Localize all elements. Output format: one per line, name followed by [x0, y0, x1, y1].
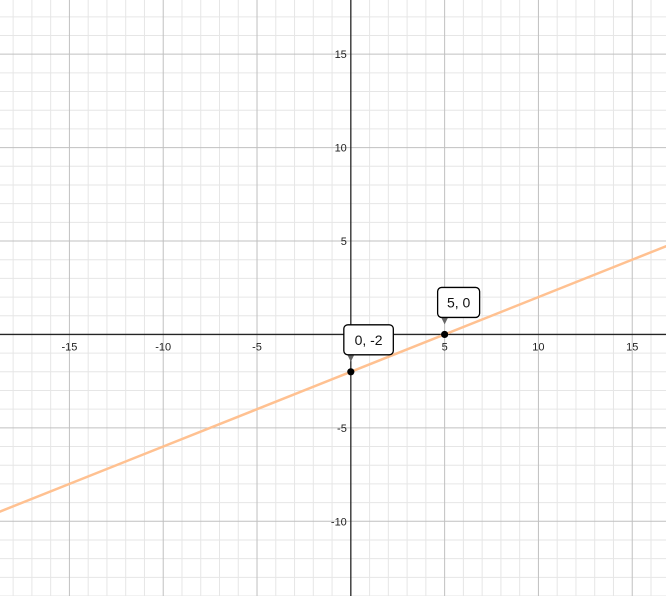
callout-pointer [346, 353, 355, 362]
x-tick-label: -15 [61, 341, 77, 353]
x-tick-label: 15 [626, 341, 638, 353]
y-tick-label: -5 [337, 423, 347, 435]
series-group [0, 244, 666, 513]
y-tick-label: 10 [335, 143, 347, 155]
x-tick-label: -10 [155, 341, 171, 353]
x-tick-label: 10 [532, 341, 544, 353]
y-tick-label: -10 [331, 516, 347, 528]
callout-box [343, 324, 394, 356]
points-group[interactable]: 0, -2 5, 0 [343, 286, 481, 376]
point-marker [441, 330, 449, 339]
point-label: 5, 0 [447, 294, 471, 310]
x-tick-label: 5 [442, 341, 448, 353]
y-tick-label: 15 [335, 49, 347, 61]
series-line [0, 244, 666, 513]
callout-pointer [440, 316, 449, 325]
point-label: 0, -2 [355, 332, 383, 348]
callout-box [436, 286, 481, 319]
y-tick-label: 5 [341, 236, 347, 248]
tick-labels: -15 -10 -5 5 10 15 -10 -5 5 10 15 [61, 49, 638, 528]
x-tick-label: -5 [252, 341, 262, 353]
point-callout[interactable]: 0, -2 [343, 324, 394, 376]
point-marker [347, 368, 355, 376]
point-callout[interactable]: 5, 0 [436, 286, 481, 339]
